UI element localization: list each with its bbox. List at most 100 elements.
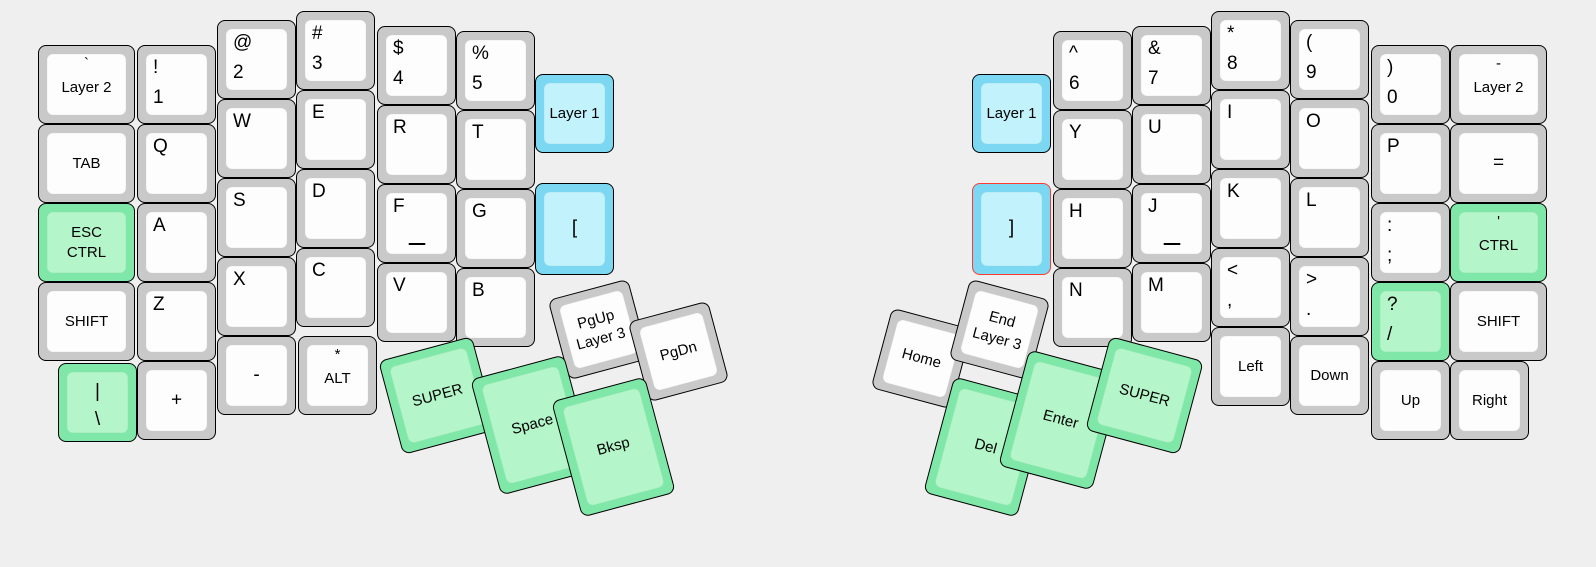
key-bracket-left[interactable]: [: [535, 183, 614, 275]
key-h-legend: H: [1069, 201, 1083, 222]
key-t-cap: T: [465, 119, 526, 180]
key-equals-cap: =: [1459, 133, 1538, 194]
key-z[interactable]: Z: [137, 282, 216, 361]
key-e[interactable]: E: [296, 90, 375, 169]
key-6-caret-cap: ^6: [1062, 40, 1123, 101]
key-m[interactable]: M: [1132, 263, 1211, 342]
key-k-cap: K: [1220, 178, 1281, 239]
key-i[interactable]: I: [1211, 90, 1290, 169]
key-left-arrow[interactable]: Left: [1211, 327, 1290, 406]
key-layer1-left[interactable]: Layer 1: [535, 74, 614, 153]
key-5-percent[interactable]: %5: [456, 31, 535, 110]
key-c[interactable]: C: [296, 248, 375, 327]
key-o[interactable]: O: [1290, 99, 1369, 178]
key-3-hash[interactable]: #3: [296, 11, 375, 90]
key-r[interactable]: R: [377, 105, 456, 184]
key-1-exclaim[interactable]: !1: [137, 45, 216, 124]
key-comma-lt[interactable]: <,: [1211, 248, 1290, 327]
key-j[interactable]: J: [1132, 184, 1211, 263]
key-n-cap: N: [1062, 277, 1123, 338]
key-d[interactable]: D: [296, 169, 375, 248]
key-n[interactable]: N: [1053, 268, 1132, 347]
key-g-legend: G: [472, 201, 487, 222]
key-0-rparen[interactable]: )0: [1371, 45, 1450, 124]
key-8-asterisk-shifted-legend: *: [1227, 23, 1235, 44]
key-b[interactable]: B: [456, 268, 535, 347]
key-slash-question[interactable]: ?/: [1371, 282, 1450, 361]
key-layer2-right[interactable]: -Layer 2: [1450, 45, 1547, 124]
key-7-amp-cap: &7: [1141, 35, 1202, 96]
key-p[interactable]: P: [1371, 124, 1450, 203]
key-pgdn-cap: PgDn: [638, 311, 719, 392]
key-right-arrow[interactable]: Right: [1450, 361, 1529, 440]
key-m-legend: M: [1148, 275, 1164, 296]
key-t[interactable]: T: [456, 110, 535, 189]
key-x[interactable]: X: [217, 257, 296, 336]
key-7-amp[interactable]: &7: [1132, 26, 1211, 105]
key-comma-lt-cap: <,: [1220, 257, 1281, 318]
key-l-legend: L: [1306, 190, 1317, 211]
key-6-caret[interactable]: ^6: [1053, 31, 1132, 110]
key-layer2-right-shifted-legend: -: [1496, 55, 1501, 72]
key-down-arrow[interactable]: Down: [1290, 336, 1369, 415]
key-y[interactable]: Y: [1053, 110, 1132, 189]
key-f[interactable]: F: [377, 184, 456, 263]
key-s[interactable]: S: [217, 178, 296, 257]
key-l[interactable]: L: [1290, 178, 1369, 257]
key-plus[interactable]: +: [137, 361, 216, 440]
key-shift-left[interactable]: SHIFT: [38, 282, 135, 361]
key-e-legend: E: [312, 102, 325, 123]
key-d-cap: D: [305, 178, 366, 239]
key-5-percent-cap: %5: [465, 40, 526, 101]
key-minus-left[interactable]: -: [217, 336, 296, 415]
key-quote-ctrl[interactable]: 'CTRL: [1450, 203, 1547, 282]
key-g[interactable]: G: [456, 189, 535, 268]
key-up-arrow[interactable]: Up: [1371, 361, 1450, 440]
key-3-hash-cap: #3: [305, 20, 366, 81]
key-9-lparen[interactable]: (9: [1290, 20, 1369, 99]
key-e-cap: E: [305, 99, 366, 160]
key-slash-question-shifted-legend: ?: [1387, 294, 1398, 315]
key-shift-right[interactable]: SHIFT: [1450, 282, 1547, 361]
key-z-cap: Z: [146, 291, 207, 352]
key-k[interactable]: K: [1211, 169, 1290, 248]
key-tab-legend: TAB: [72, 154, 101, 172]
key-esc-ctrl[interactable]: ESC CTRL: [38, 203, 135, 282]
key-u[interactable]: U: [1132, 105, 1211, 184]
key-equals[interactable]: =: [1450, 124, 1547, 203]
key-layer1-right-cap: Layer 1: [981, 83, 1042, 144]
key-y-legend: Y: [1069, 122, 1082, 143]
key-8-asterisk[interactable]: *8: [1211, 11, 1290, 90]
key-bracket-left-legend: [: [571, 217, 578, 239]
key-q[interactable]: Q: [137, 124, 216, 203]
key-9-lparen-cap: (9: [1299, 29, 1360, 90]
key-alt[interactable]: *ALT: [298, 336, 377, 415]
key-x-cap: X: [226, 266, 287, 327]
key-b-cap: B: [465, 277, 526, 338]
key-f-homing-bar-icon: [408, 242, 425, 245]
key-o-cap: O: [1299, 108, 1360, 169]
key-v[interactable]: V: [377, 263, 456, 342]
key-layer2-left-shifted-legend: `: [84, 55, 89, 72]
key-semicolon[interactable]: :;: [1371, 203, 1450, 282]
key-layer2-left[interactable]: `Layer 2: [38, 45, 135, 124]
key-layer1-right[interactable]: Layer 1: [972, 74, 1051, 153]
key-h[interactable]: H: [1053, 189, 1132, 268]
key-period-gt[interactable]: >.: [1290, 257, 1369, 336]
key-4-dollar[interactable]: $4: [377, 26, 456, 105]
key-w[interactable]: W: [217, 99, 296, 178]
key-pgdn-legend: PgDn: [658, 337, 699, 364]
key-pipe-backslash[interactable]: | \: [58, 363, 137, 442]
key-j-homing-bar-icon: [1163, 242, 1180, 245]
key-6-caret-base-legend: 6: [1069, 73, 1080, 94]
key-alt-shifted-legend: *: [334, 346, 341, 363]
key-layer2-left-cap: `Layer 2: [47, 54, 126, 115]
key-a[interactable]: A: [137, 203, 216, 282]
key-2-at[interactable]: @2: [217, 20, 296, 99]
key-end-layer3-legend: End Layer 3: [970, 307, 1024, 354]
key-minus-left-legend: -: [253, 364, 260, 386]
key-bracket-right[interactable]: ]: [972, 183, 1051, 275]
key-tab[interactable]: TAB: [38, 124, 135, 203]
key-0-rparen-base-legend: 0: [1387, 87, 1398, 108]
